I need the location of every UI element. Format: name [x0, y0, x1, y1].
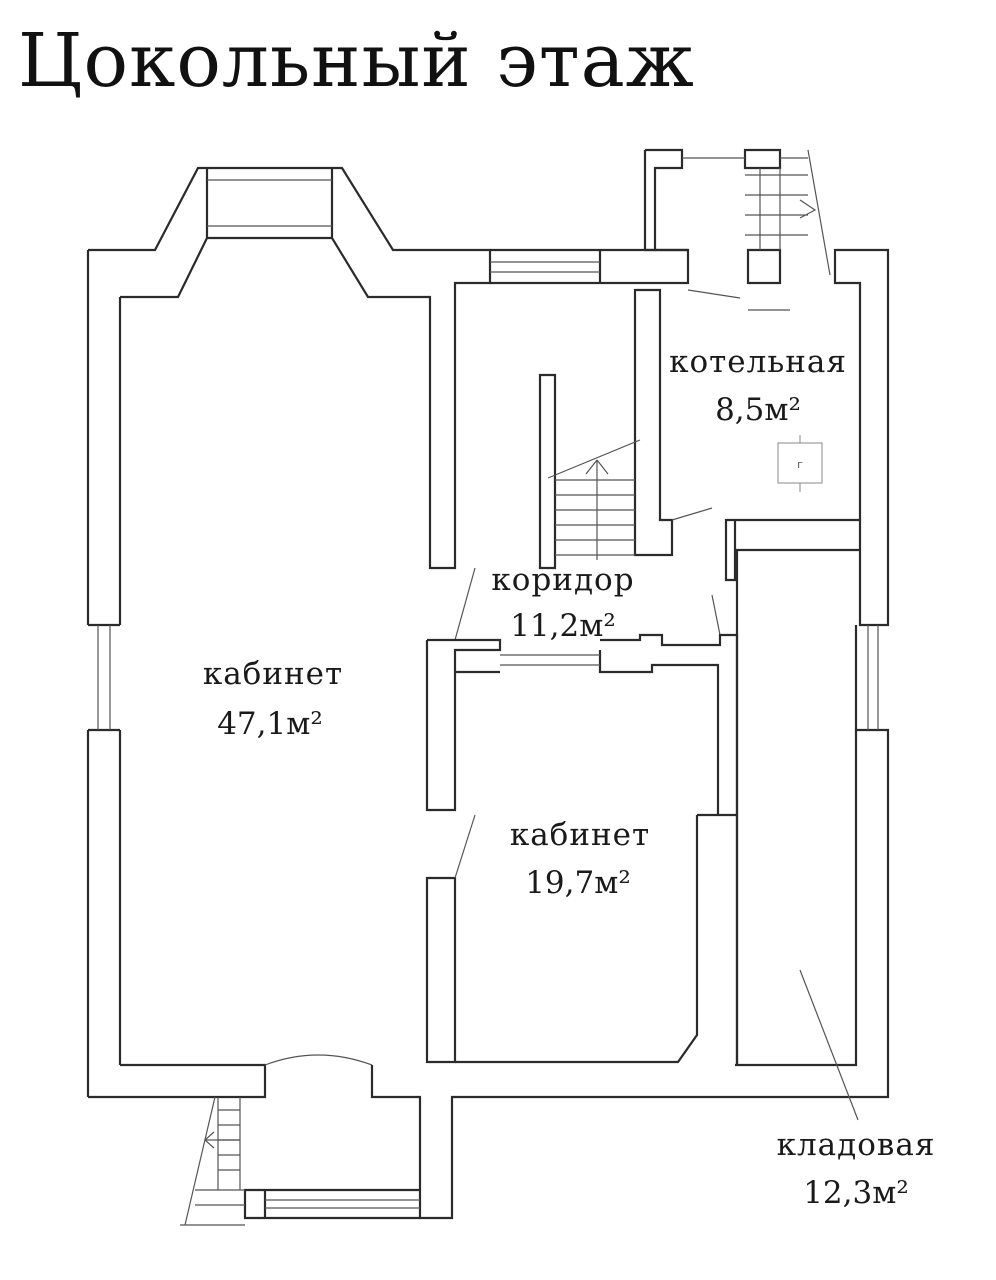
- entry-stair-arrow: [204, 1131, 240, 1149]
- bay-window-wall: [88, 166, 492, 570]
- storage-partition: [735, 550, 858, 1065]
- outer-wall-left: [86, 250, 122, 1097]
- room-corridor: коридор 11,2м²: [491, 562, 634, 644]
- top-window-glass: [490, 261, 600, 273]
- entry-porch-glass: [265, 1199, 420, 1209]
- entrance-door: [264, 1054, 373, 1066]
- boiler-room-walls: [643, 148, 890, 627]
- corridor-door-left: [454, 567, 476, 641]
- small-cabinet-right-wall: [455, 813, 737, 1064]
- room-cabinet-small: кабинет 19,7м²: [510, 817, 650, 901]
- room-name: кабинет: [510, 817, 650, 853]
- outer-wall-bottom-left: [88, 1063, 267, 1099]
- bay-window-glass: [207, 179, 332, 227]
- room-name: кладовая: [777, 1127, 936, 1163]
- room-area: 47,1м²: [217, 706, 323, 742]
- boiler-unit-label: г: [797, 458, 803, 471]
- small-cabinet-top-wall: [425, 633, 739, 1065]
- inner-stair-arrow: [585, 459, 609, 475]
- entry-porch-wall: [243, 1188, 420, 1220]
- entry-stair: [180, 1096, 245, 1226]
- storage-leader-line: [799, 969, 859, 1121]
- inner-stair: [547, 439, 641, 560]
- boiler-room-outer-stair: [682, 149, 831, 311]
- corridor-boiler-door: [671, 507, 713, 521]
- corridor-right-wall: [633, 288, 674, 557]
- room-area: 12,3м²: [803, 1175, 909, 1211]
- room-area: 11,2м²: [510, 608, 616, 644]
- small-cabinet-window: [500, 654, 600, 666]
- small-cabinet-left-lower: [425, 876, 457, 1064]
- room-boiler: котельная 8,5м²: [669, 344, 847, 428]
- room-area: 19,7м²: [525, 865, 631, 901]
- left-window-glass: [97, 625, 111, 730]
- room-name: коридор: [491, 562, 634, 598]
- outer-wall-bottom-right: [370, 728, 890, 1220]
- right-window-glass: [867, 625, 879, 730]
- room-storage: кладовая 12,3м²: [777, 1127, 936, 1211]
- room-name: котельная: [669, 344, 847, 380]
- small-cabinet-door: [454, 814, 476, 879]
- stair-partition: [538, 373, 557, 570]
- top-window-wall: [490, 248, 690, 285]
- plan-title: Цокольный этаж: [18, 18, 695, 104]
- room-cabinet-large: кабинет 47,1м²: [203, 656, 343, 742]
- room-name: кабинет: [203, 656, 343, 692]
- room-area: 8,5м²: [715, 392, 801, 428]
- corridor-door-right: [711, 594, 721, 636]
